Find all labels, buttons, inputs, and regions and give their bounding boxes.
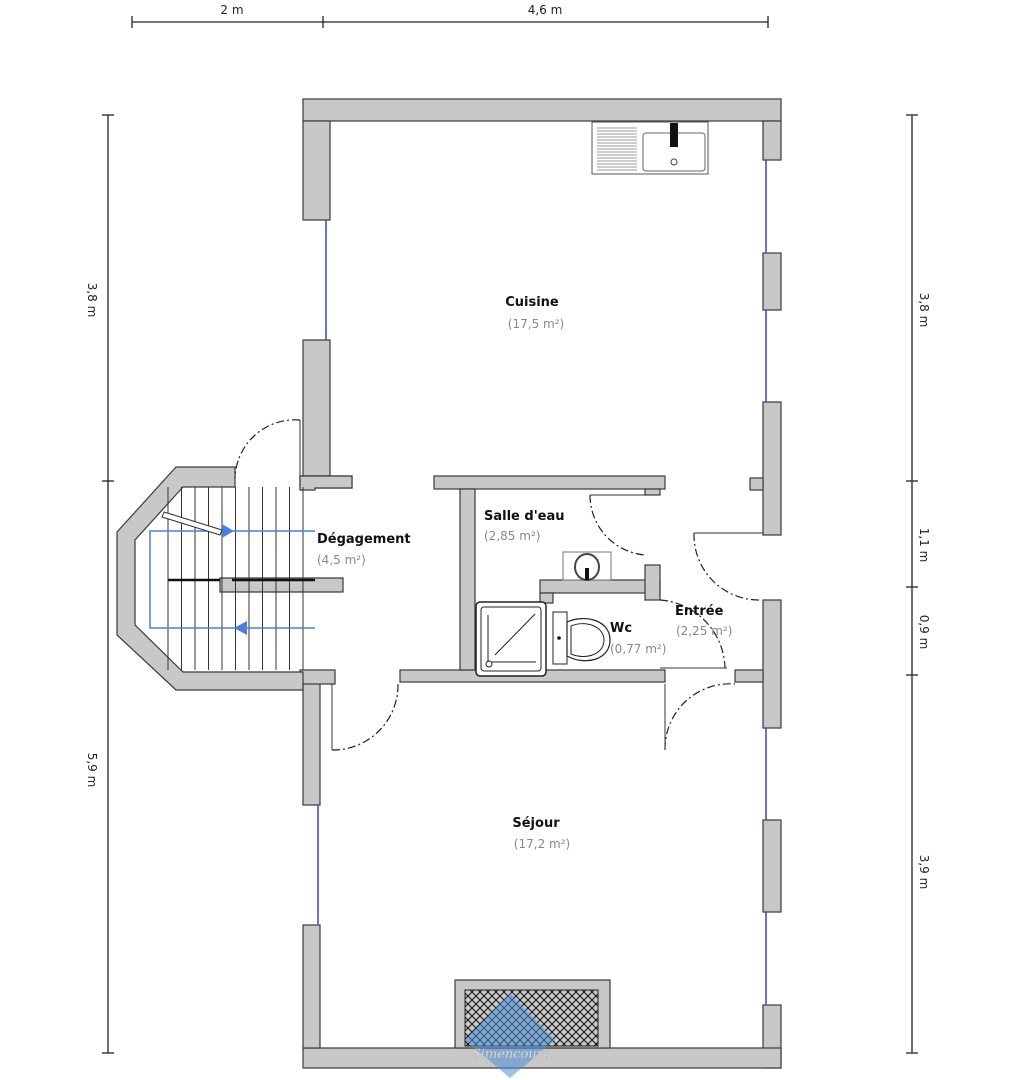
room-area-degagement: (4,5 m²)	[317, 553, 366, 567]
dim-label: 5,9 m	[85, 753, 99, 788]
dim-label: 3,8 m	[917, 293, 931, 328]
dim-label: 0,9 m	[917, 615, 931, 650]
room-name-degagement: Dégagement	[317, 532, 411, 547]
washbasin	[562, 551, 612, 581]
room-area-entree: (2,25 m²)	[676, 624, 732, 638]
windows	[317, 160, 767, 1005]
dim-label: 1,1 m	[917, 528, 931, 563]
dimension-right: 3,8 m 1,1 m 0,9 m 3,9 m	[906, 114, 931, 1054]
dim-label: 2 m	[220, 3, 243, 17]
room-area-wc: (0,77 m²)	[610, 642, 666, 656]
room-name-sejour: Séjour	[512, 816, 560, 831]
staircase[interactable]	[149, 487, 315, 670]
room-area-cuisine: (17,5 m²)	[508, 317, 564, 331]
toilet	[552, 611, 611, 665]
stair-arrow-icon	[222, 524, 234, 538]
dim-label: 3,8 m	[85, 283, 99, 318]
shower-tray	[475, 601, 547, 677]
room-area-sejour: (17,2 m²)	[514, 837, 570, 851]
room-name-cuisine: Cuisine	[505, 295, 559, 310]
watermark-logo: Simencourt	[465, 993, 555, 1078]
room-labels: Cuisine (17,5 m²) Salle d'eau (2,85 m²) …	[317, 295, 732, 851]
room-area-salle-deau: (2,85 m²)	[484, 529, 540, 543]
walls	[116, 98, 782, 1069]
svg-text:Simencourt: Simencourt	[472, 1047, 549, 1062]
kitchen-sink	[591, 121, 709, 175]
dimension-top: 2 m 4,6 m	[131, 3, 769, 28]
room-name-entree: Entrée	[675, 604, 724, 619]
dimension-left: 3,8 m 5,9 m	[85, 114, 114, 1054]
dim-label: 3,9 m	[917, 855, 931, 890]
room-name-wc: Wc	[610, 621, 632, 636]
room-name-salle-deau: Salle d'eau	[484, 509, 565, 524]
dim-label: 4,6 m	[528, 3, 563, 17]
stair-arrow-icon	[234, 621, 247, 635]
doors	[234, 419, 763, 751]
